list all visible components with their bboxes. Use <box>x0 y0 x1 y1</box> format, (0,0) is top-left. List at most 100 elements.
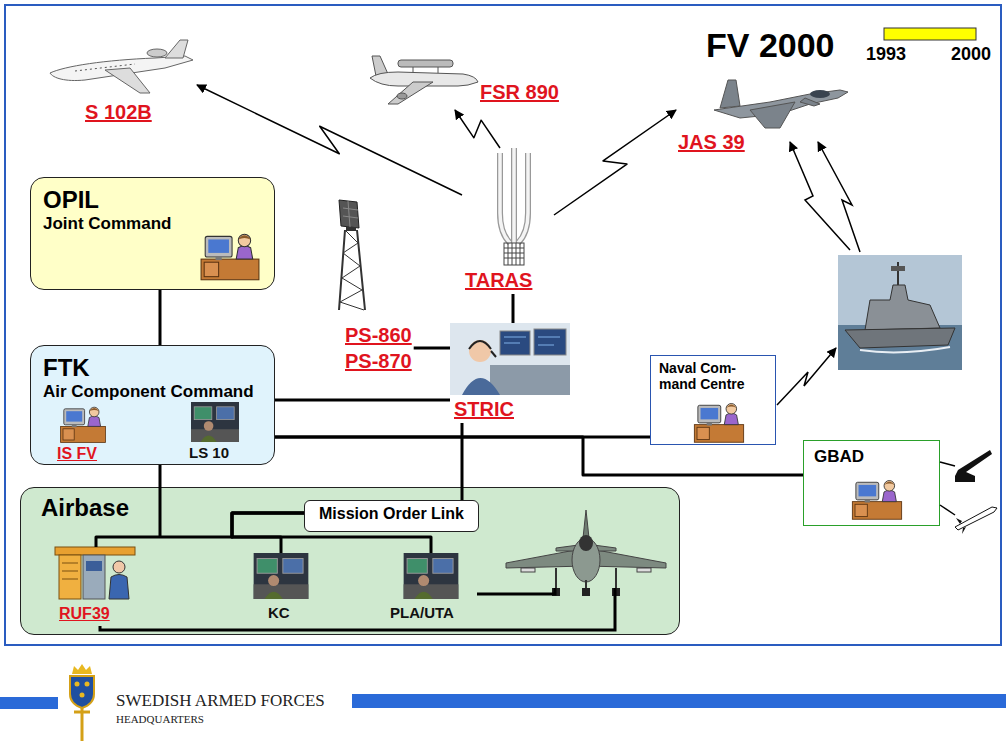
data-link <box>96 513 304 547</box>
system-icon: FSR 890 <box>368 38 582 110</box>
ship-photo <box>860 347 950 352</box>
fighter-front-view <box>579 535 593 551</box>
system-icon: S 102B <box>45 38 197 128</box>
jet-aircraft <box>105 68 150 93</box>
box-text: PLA/UTA <box>390 604 454 622</box>
footer-bars <box>0 697 58 709</box>
data-link <box>96 513 304 547</box>
crest <box>85 682 90 687</box>
static-wires <box>159 487 162 537</box>
system-label: PS-860 <box>345 323 412 347</box>
free-label: 1993 <box>866 44 906 64</box>
system-label: PS-870 <box>345 349 412 373</box>
missile-icon <box>955 507 997 534</box>
system-icon: PS-860PS-870 <box>333 198 414 376</box>
system-icon: IS FV <box>51 404 117 465</box>
data-link <box>275 400 450 401</box>
antenna-mast <box>500 153 510 243</box>
computer-racks <box>62 563 78 579</box>
operations-photo <box>396 553 466 599</box>
antenna-mast <box>500 148 528 243</box>
box-text: KC <box>268 604 290 622</box>
free-label: HEADQUARTERS <box>116 713 204 726</box>
static-wires <box>940 462 955 466</box>
control-room-photo <box>469 341 491 349</box>
ship-photo <box>897 262 899 285</box>
antenna-mast <box>488 148 540 268</box>
static-wires <box>818 142 860 252</box>
jet-aircraft <box>75 64 135 71</box>
fighter-front-view <box>583 510 589 538</box>
radar-tower <box>346 227 356 231</box>
data-link <box>160 465 161 487</box>
fighter-front-view <box>612 588 620 596</box>
box-text: Naval Com- mand Centre <box>659 360 759 392</box>
static-wires <box>477 588 555 594</box>
data-link <box>512 294 515 323</box>
missile-icon <box>955 507 997 530</box>
radio-link <box>455 110 500 148</box>
radar-tower <box>340 230 364 310</box>
timeline-bar <box>884 28 976 40</box>
antenna-mast <box>511 148 517 243</box>
box-text: Air Component Command <box>43 382 254 402</box>
fighter-aircraft <box>720 80 740 108</box>
operator-desk <box>852 481 901 520</box>
system-label: STRIC <box>454 397 514 421</box>
aew-aircraft <box>398 60 453 67</box>
ship-photo <box>838 255 962 370</box>
fighter-aircraft <box>800 98 820 106</box>
operator-desk <box>848 477 906 521</box>
operations-photo <box>191 402 239 442</box>
crest <box>74 711 90 714</box>
system-icon: STRIC <box>450 323 574 423</box>
system-label: RUF39 <box>59 604 110 623</box>
static-wires <box>777 348 836 405</box>
aew-aircraft <box>388 82 433 104</box>
system-icon: LS 10 <box>181 402 253 464</box>
aew-aircraft <box>397 93 407 99</box>
computer-racks <box>83 555 105 599</box>
jet-aircraft <box>147 49 167 57</box>
ship-photo <box>865 285 940 330</box>
data-link <box>275 437 650 438</box>
system-icon: KC <box>246 553 316 624</box>
fighter-front-view <box>582 588 590 596</box>
computer-racks <box>55 547 135 601</box>
antenna-mast <box>504 243 524 265</box>
free-label: SWEDISH ARMED FORCES <box>116 691 325 711</box>
control-room-photo <box>450 323 570 395</box>
antenna-mast <box>504 243 524 265</box>
box-text: Mission Order Link <box>319 504 464 524</box>
data-link <box>232 513 304 553</box>
data-link <box>414 348 450 349</box>
box-text: OPIL <box>43 186 99 214</box>
box-text: Airbase <box>41 494 129 522</box>
jet-aircraft <box>45 38 195 96</box>
radar-tower <box>339 230 365 310</box>
radio-link <box>554 110 676 215</box>
system-box: OPILJoint Command <box>30 177 275 290</box>
crest <box>70 676 94 708</box>
data-link <box>232 513 431 553</box>
data-link <box>275 437 803 475</box>
antenna-mast <box>518 153 528 243</box>
data-link <box>160 290 161 345</box>
crest <box>80 693 85 698</box>
system-icon: RUF39 <box>53 547 139 625</box>
fighter-front-view <box>556 568 616 590</box>
control-room-photo <box>469 340 491 362</box>
control-room-photo <box>462 378 500 395</box>
system-box: Airbase Mission Order Link RUF39 KC PLA/UTA <box>20 487 680 635</box>
operations-photo <box>253 553 308 599</box>
antenna-mast <box>512 148 516 243</box>
antenna-mast <box>500 153 510 243</box>
diagram-title: FV 2000 <box>706 26 835 64</box>
data-link <box>461 423 464 500</box>
computer-racks <box>55 547 135 555</box>
system-box: Naval Com- mand Centre <box>650 355 776 445</box>
system-box: FTKAir Component CommandIS FVLS 10 <box>30 345 275 465</box>
antenna-mast <box>518 153 528 243</box>
radar-tower <box>339 200 359 228</box>
radar-tower <box>333 198 373 310</box>
